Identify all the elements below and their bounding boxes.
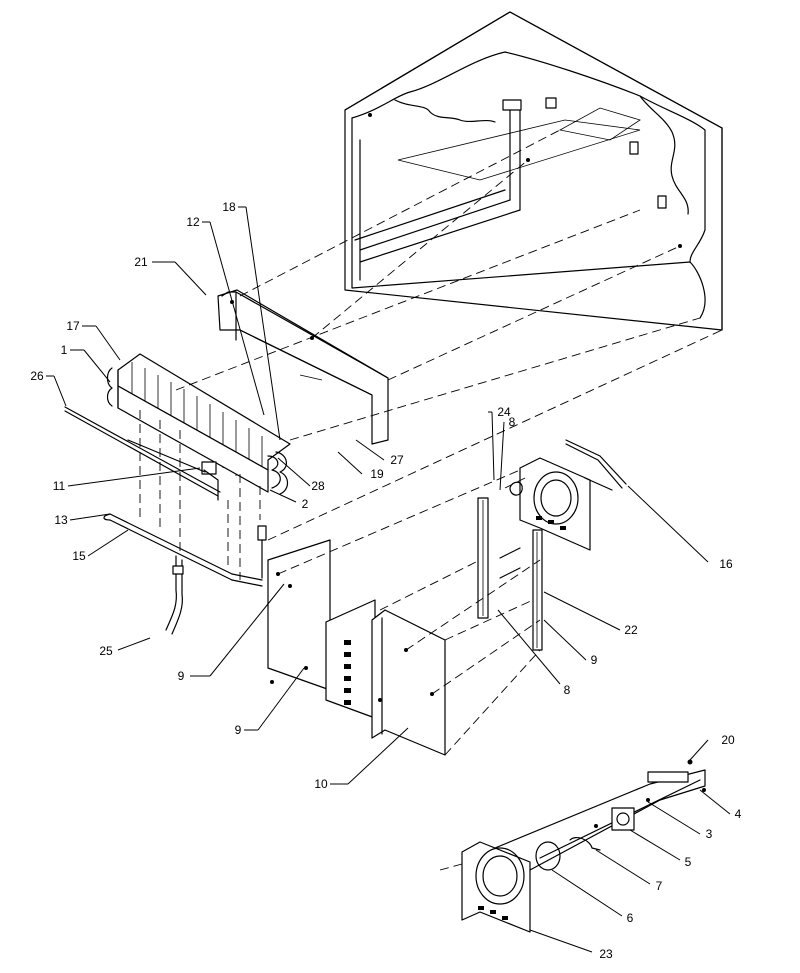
fan-shroud-assembly (509, 439, 627, 551)
callout-17: 16 (627, 485, 733, 571)
panel-vents (344, 640, 351, 705)
callout-4: 4 (699, 789, 742, 821)
callout-label: 5 (685, 855, 692, 869)
callout-9-top: 9 (178, 583, 285, 683)
callout-25: 26 (30, 369, 67, 407)
callout-28: 28 (277, 457, 325, 493)
callout-16: 17 (66, 319, 121, 361)
callout-label: 13 (54, 513, 68, 527)
support-rails (477, 497, 543, 651)
callout-1: 1 (61, 343, 111, 383)
cabinet-liner (344, 11, 723, 331)
callout-label: 18 (222, 200, 236, 214)
shroud-vents (536, 516, 566, 530)
callout-label: 17 (66, 319, 80, 333)
callout-label: 1 (61, 343, 68, 357)
callout-21: 20 (689, 733, 735, 761)
callout-8-bottom: 8 (497, 609, 571, 697)
callout-label: 9 (178, 669, 185, 683)
callout-label: 9 (591, 653, 598, 667)
callout-label: 8 (564, 683, 571, 697)
callout-22: 22 (543, 591, 638, 637)
callout-27: 25 (99, 637, 151, 658)
callout-label: 8 (509, 415, 516, 429)
callout-19: 18 (222, 200, 281, 441)
callout-23: 21 (134, 255, 207, 296)
assembly-lines (139, 129, 723, 871)
callout-labels: 21 12 18 17 1 26 11 13 15 25 28 2 19 27 (30, 200, 741, 961)
callout-18: 19 (337, 451, 384, 481)
callout-label: 23 (599, 947, 613, 961)
defrost-heater (64, 406, 267, 635)
evaporator-back-panels (267, 539, 446, 756)
callout-12: 11 (53, 467, 201, 493)
callout-3: 3 (647, 801, 713, 841)
callout-label: 24 (497, 405, 511, 419)
callout-2: 2 (269, 489, 309, 511)
callout-label: 4 (735, 807, 742, 821)
callout-label: 25 (99, 644, 113, 658)
callout-label: 3 (706, 827, 713, 841)
callout-24: 27 (355, 439, 404, 467)
callout-8-top: 8 (499, 415, 516, 491)
callout-label: 11 (53, 479, 66, 493)
callout-label: 2 (302, 497, 309, 511)
callout-11: 9 (543, 619, 598, 667)
callout-label: 16 (719, 557, 733, 571)
callout-label: 12 (186, 215, 200, 229)
callout-label: 21 (134, 255, 148, 269)
callout-label: 28 (311, 479, 325, 493)
callout-20: 23 (529, 929, 613, 961)
callout-label: 15 (72, 549, 86, 563)
callout-7: 7 (595, 849, 663, 893)
callout-26: 24 (488, 405, 511, 481)
fan-motor-assembly (461, 759, 706, 933)
callout-label: 27 (390, 453, 404, 467)
callout-label: 9 (235, 723, 242, 737)
evaporator-coil (106, 353, 291, 501)
callout-label: 22 (624, 623, 638, 637)
callout-label: 19 (370, 467, 384, 481)
callout-5: 5 (629, 829, 692, 869)
callout-15: 15 (72, 529, 129, 563)
callout-label: 26 (30, 369, 44, 383)
housing-vents (478, 906, 508, 920)
callout-13: 13 (54, 513, 111, 527)
callout-6: 6 (551, 869, 634, 925)
callout-9-bottom: 9 (235, 667, 305, 737)
callout-label: 7 (656, 879, 663, 893)
callout-14: 12 (186, 215, 265, 416)
callout-label: 6 (627, 911, 634, 925)
callout-label: 10 (314, 777, 328, 791)
callout-10: 10 (314, 727, 409, 791)
callout-label: 20 (721, 733, 735, 747)
